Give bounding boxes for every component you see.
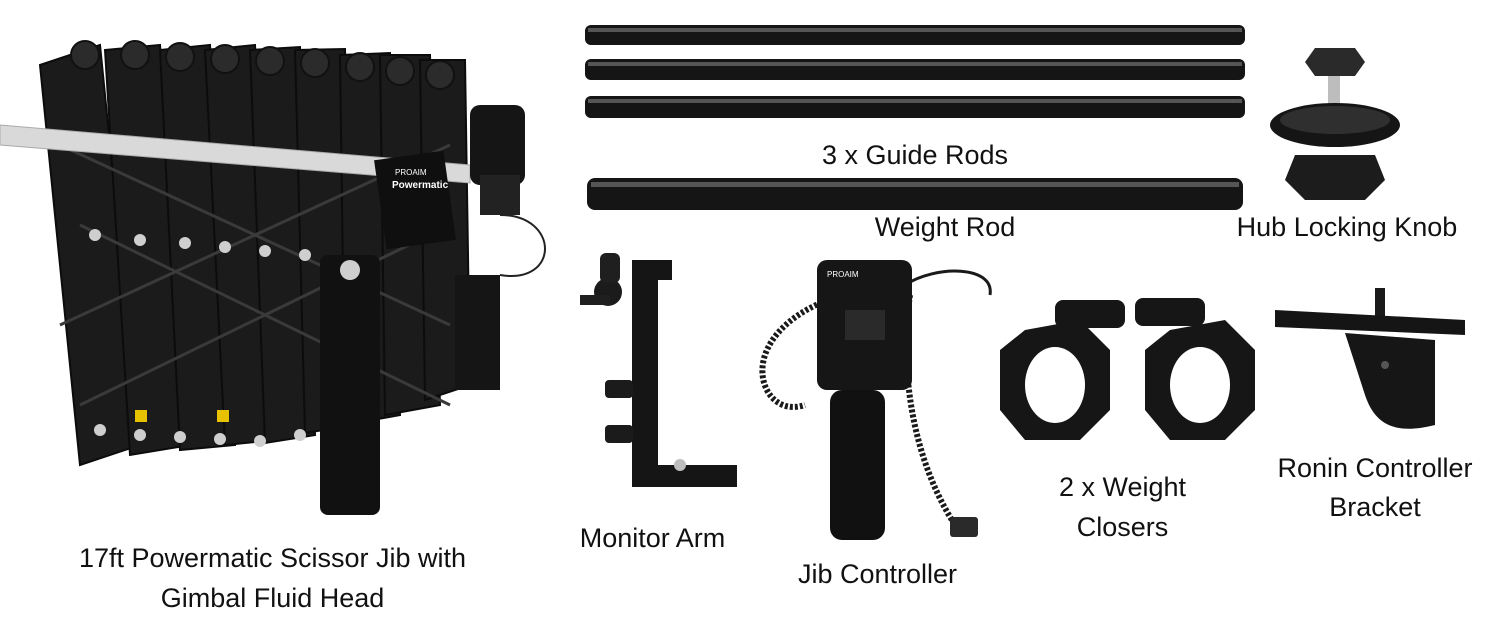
ronin-bracket-label-line1: Ronin Controller xyxy=(1277,453,1473,483)
guide-rods-label: 3 x Guide Rods xyxy=(821,140,1009,170)
weight-rod-photo xyxy=(585,176,1245,212)
hub-knob-photo xyxy=(1265,40,1405,205)
jib-controller-photo: PROAIM xyxy=(735,255,1005,545)
monitor-arm-label: Monitor Arm xyxy=(579,523,726,553)
controller-brand-text: PROAIM xyxy=(827,270,859,279)
monitor-arm-photo xyxy=(560,250,745,525)
ronin-bracket-photo xyxy=(1265,285,1480,435)
weight-closers-label-line1: 2 x Weight xyxy=(1058,472,1187,502)
hub-knob-label: Hub Locking Knob xyxy=(1236,212,1458,242)
weight-closers-photo xyxy=(995,290,1265,470)
scissor-jib-label-line2: Gimbal Fluid Head xyxy=(160,583,385,613)
ronin-bracket-label-line2: Bracket xyxy=(1329,492,1421,522)
jib-brand-text: PROAIM xyxy=(395,168,427,177)
weight-closers-label-line2: Closers xyxy=(1076,512,1169,542)
guide-rods-photo xyxy=(580,22,1250,127)
scissor-jib-photo: PROAIM Powermatic xyxy=(0,25,555,535)
weight-rod-label: Weight Rod xyxy=(874,212,1016,242)
jib-controller-label: Jib Controller xyxy=(797,559,958,589)
jib-model-text: Powermatic xyxy=(392,180,449,191)
scissor-jib-label-line1: 17ft Powermatic Scissor Jib with xyxy=(78,543,467,573)
